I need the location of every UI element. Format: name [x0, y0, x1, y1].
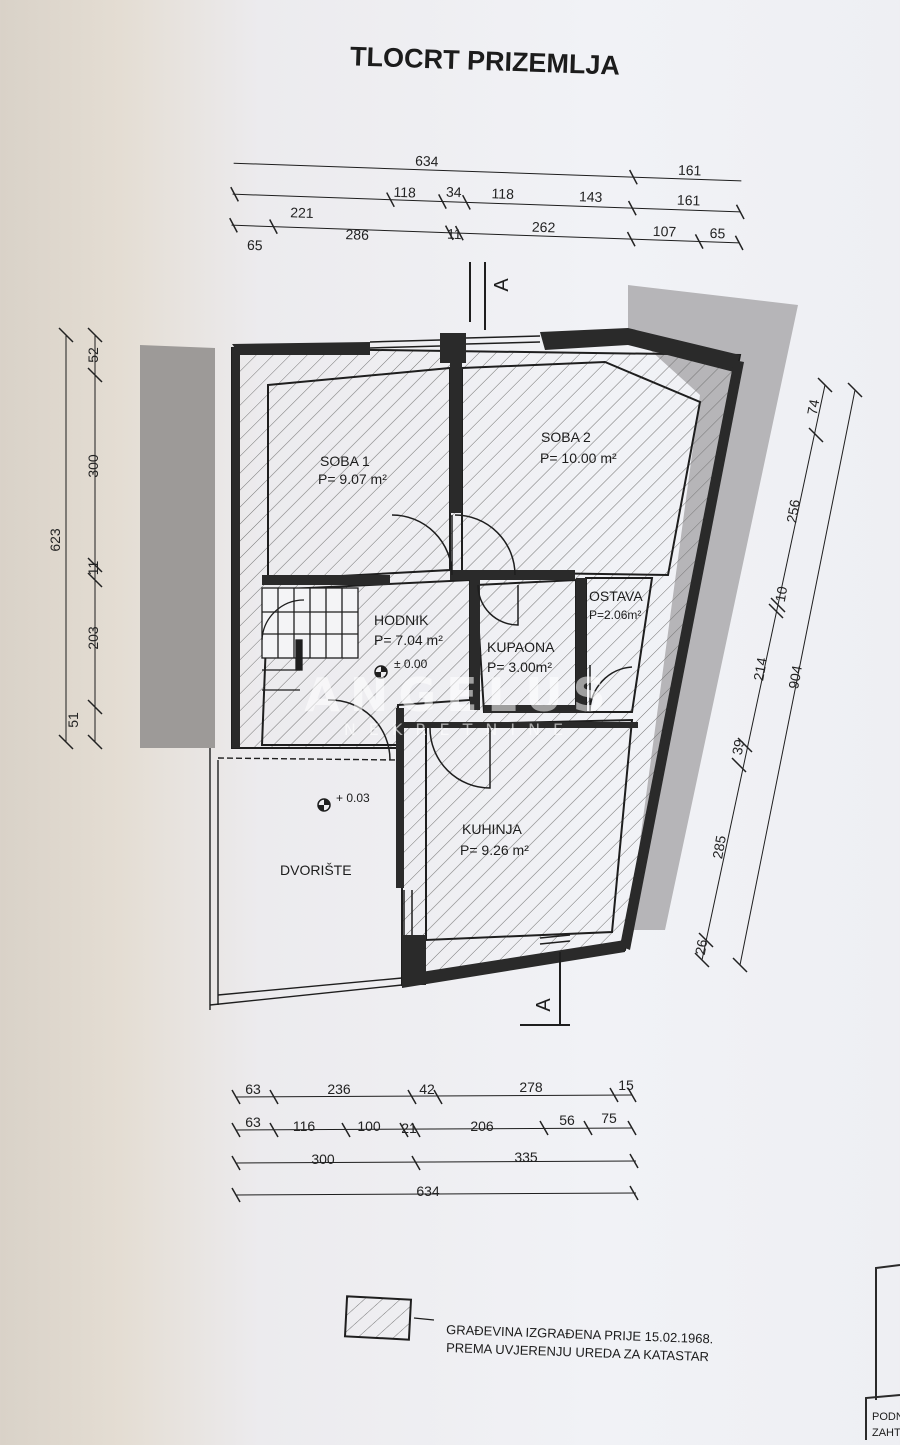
room-name-kuhinja: KUHINJA: [462, 821, 523, 837]
room-area-soba2: P= 10.00 m²: [540, 450, 617, 466]
dim-top-634: 634: [415, 153, 439, 170]
dim-top-65a: 65: [247, 237, 263, 254]
dim-right-256: 256: [783, 498, 803, 524]
dim-bottom-116: 116: [293, 1118, 316, 1134]
dim-bottom-300: 300: [311, 1151, 335, 1167]
top-dimensions: 634 161 221 118 34 118 143 161 65 286 11…: [229, 153, 745, 254]
room-name-soba2: SOBA 2: [541, 429, 591, 445]
section-line: [469, 262, 570, 1026]
dim-top-118a: 118: [393, 184, 416, 201]
dim-left-11: 11: [85, 561, 101, 576]
dim-top-107: 107: [653, 223, 677, 240]
bottom-dimensions: 63 236 42 278 15 63 116 100 21 206 56 75…: [231, 1077, 639, 1203]
level-marker-dvoriste: + 0.03: [317, 791, 370, 812]
section-mark-bottom: A: [533, 998, 555, 1012]
room-name-kupaona: KUPAONA: [487, 639, 555, 655]
walls: [232, 328, 744, 988]
dim-top-118b: 118: [491, 185, 514, 202]
dim-bottom-278: 278: [519, 1079, 543, 1095]
dim-left-623: 623: [47, 528, 63, 552]
room-area-ostava: P=2.06m²: [589, 608, 641, 622]
doors: [327, 514, 633, 789]
room-area-kupaona: P= 3.00m²: [487, 659, 552, 675]
dim-bottom-75: 75: [601, 1110, 617, 1126]
neighbour-strip-right: [628, 285, 798, 930]
room-name-ostava: OSTAVA: [589, 588, 643, 604]
dim-top-34: 34: [446, 184, 462, 201]
corner-text-bottom: ZAHT.: [872, 1427, 900, 1439]
dim-bottom-236: 236: [327, 1081, 351, 1097]
dim-right-285: 285: [709, 834, 729, 860]
right-dimensions: 904 74 256 10 214 39 285 26: [692, 377, 863, 973]
dim-top-143: 143: [579, 188, 603, 205]
level-marker-hodnik: ± 0.00: [374, 657, 428, 679]
dim-right-214: 214: [750, 656, 770, 682]
dim-top-11: 11: [447, 226, 462, 243]
dim-right-39: 39: [729, 738, 747, 756]
section-mark-top: A: [491, 278, 513, 292]
room-area-kuhinja: P= 9.26 m²: [460, 842, 529, 858]
dim-bottom-21: 21: [401, 1120, 417, 1136]
legend: GRAĐEVINA IZGRAĐENA PRIJE 15.02.1968. PR…: [343, 1295, 714, 1364]
dim-top-286: 286: [345, 226, 369, 243]
corner-text-top: PODN: [872, 1411, 900, 1423]
dim-bottom-335: 335: [514, 1149, 538, 1165]
room-area-hodnik: P= 7.04 m²: [374, 632, 443, 648]
title-block-corner: PODN ZAHT.: [865, 1264, 900, 1440]
staircase: [261, 587, 359, 691]
legend-hatch-swatch: [343, 1295, 413, 1341]
room-name-soba1: SOBA 1: [320, 453, 370, 469]
dim-top-161b: 161: [677, 192, 701, 209]
dim-right-74: 74: [804, 398, 822, 416]
plan-title: TLOCRT PRIZEMLJA: [350, 41, 621, 80]
dim-left-300: 300: [85, 454, 101, 478]
dim-bottom-634: 634: [416, 1183, 440, 1199]
room-area-soba1: P= 9.07 m²: [318, 471, 387, 487]
dim-bottom-15: 15: [618, 1077, 634, 1093]
room-name-dvoriste: DVORIŠTE: [280, 862, 352, 878]
dim-top-161a: 161: [678, 162, 702, 179]
neighbour-strip-left: [140, 345, 215, 748]
room-name-hodnik: HODNIK: [374, 612, 429, 628]
dim-left-51: 51: [65, 712, 81, 728]
dim-left-203: 203: [85, 626, 101, 650]
dim-bottom-63a: 63: [245, 1081, 261, 1097]
dim-bottom-100: 100: [357, 1118, 381, 1134]
windows: [369, 335, 571, 945]
dim-right-10: 10: [772, 585, 790, 603]
dim-top-221: 221: [290, 204, 314, 221]
dim-bottom-42: 42: [419, 1081, 435, 1097]
level-label-dvoriste: + 0.03: [336, 791, 370, 805]
dim-bottom-206: 206: [470, 1118, 494, 1134]
yard: [209, 748, 403, 1010]
dim-right-904: 904: [785, 664, 805, 690]
level-label-hodnik: ± 0.00: [394, 657, 428, 671]
dim-left-52: 52: [85, 347, 101, 363]
left-dimensions: 623 52 300 11 203 51: [47, 327, 103, 750]
dim-bottom-63b: 63: [245, 1114, 261, 1130]
dim-bottom-56: 56: [559, 1112, 575, 1128]
dim-top-262: 262: [532, 219, 556, 236]
dim-right-26: 26: [692, 938, 710, 956]
dim-top-65b: 65: [709, 225, 725, 242]
